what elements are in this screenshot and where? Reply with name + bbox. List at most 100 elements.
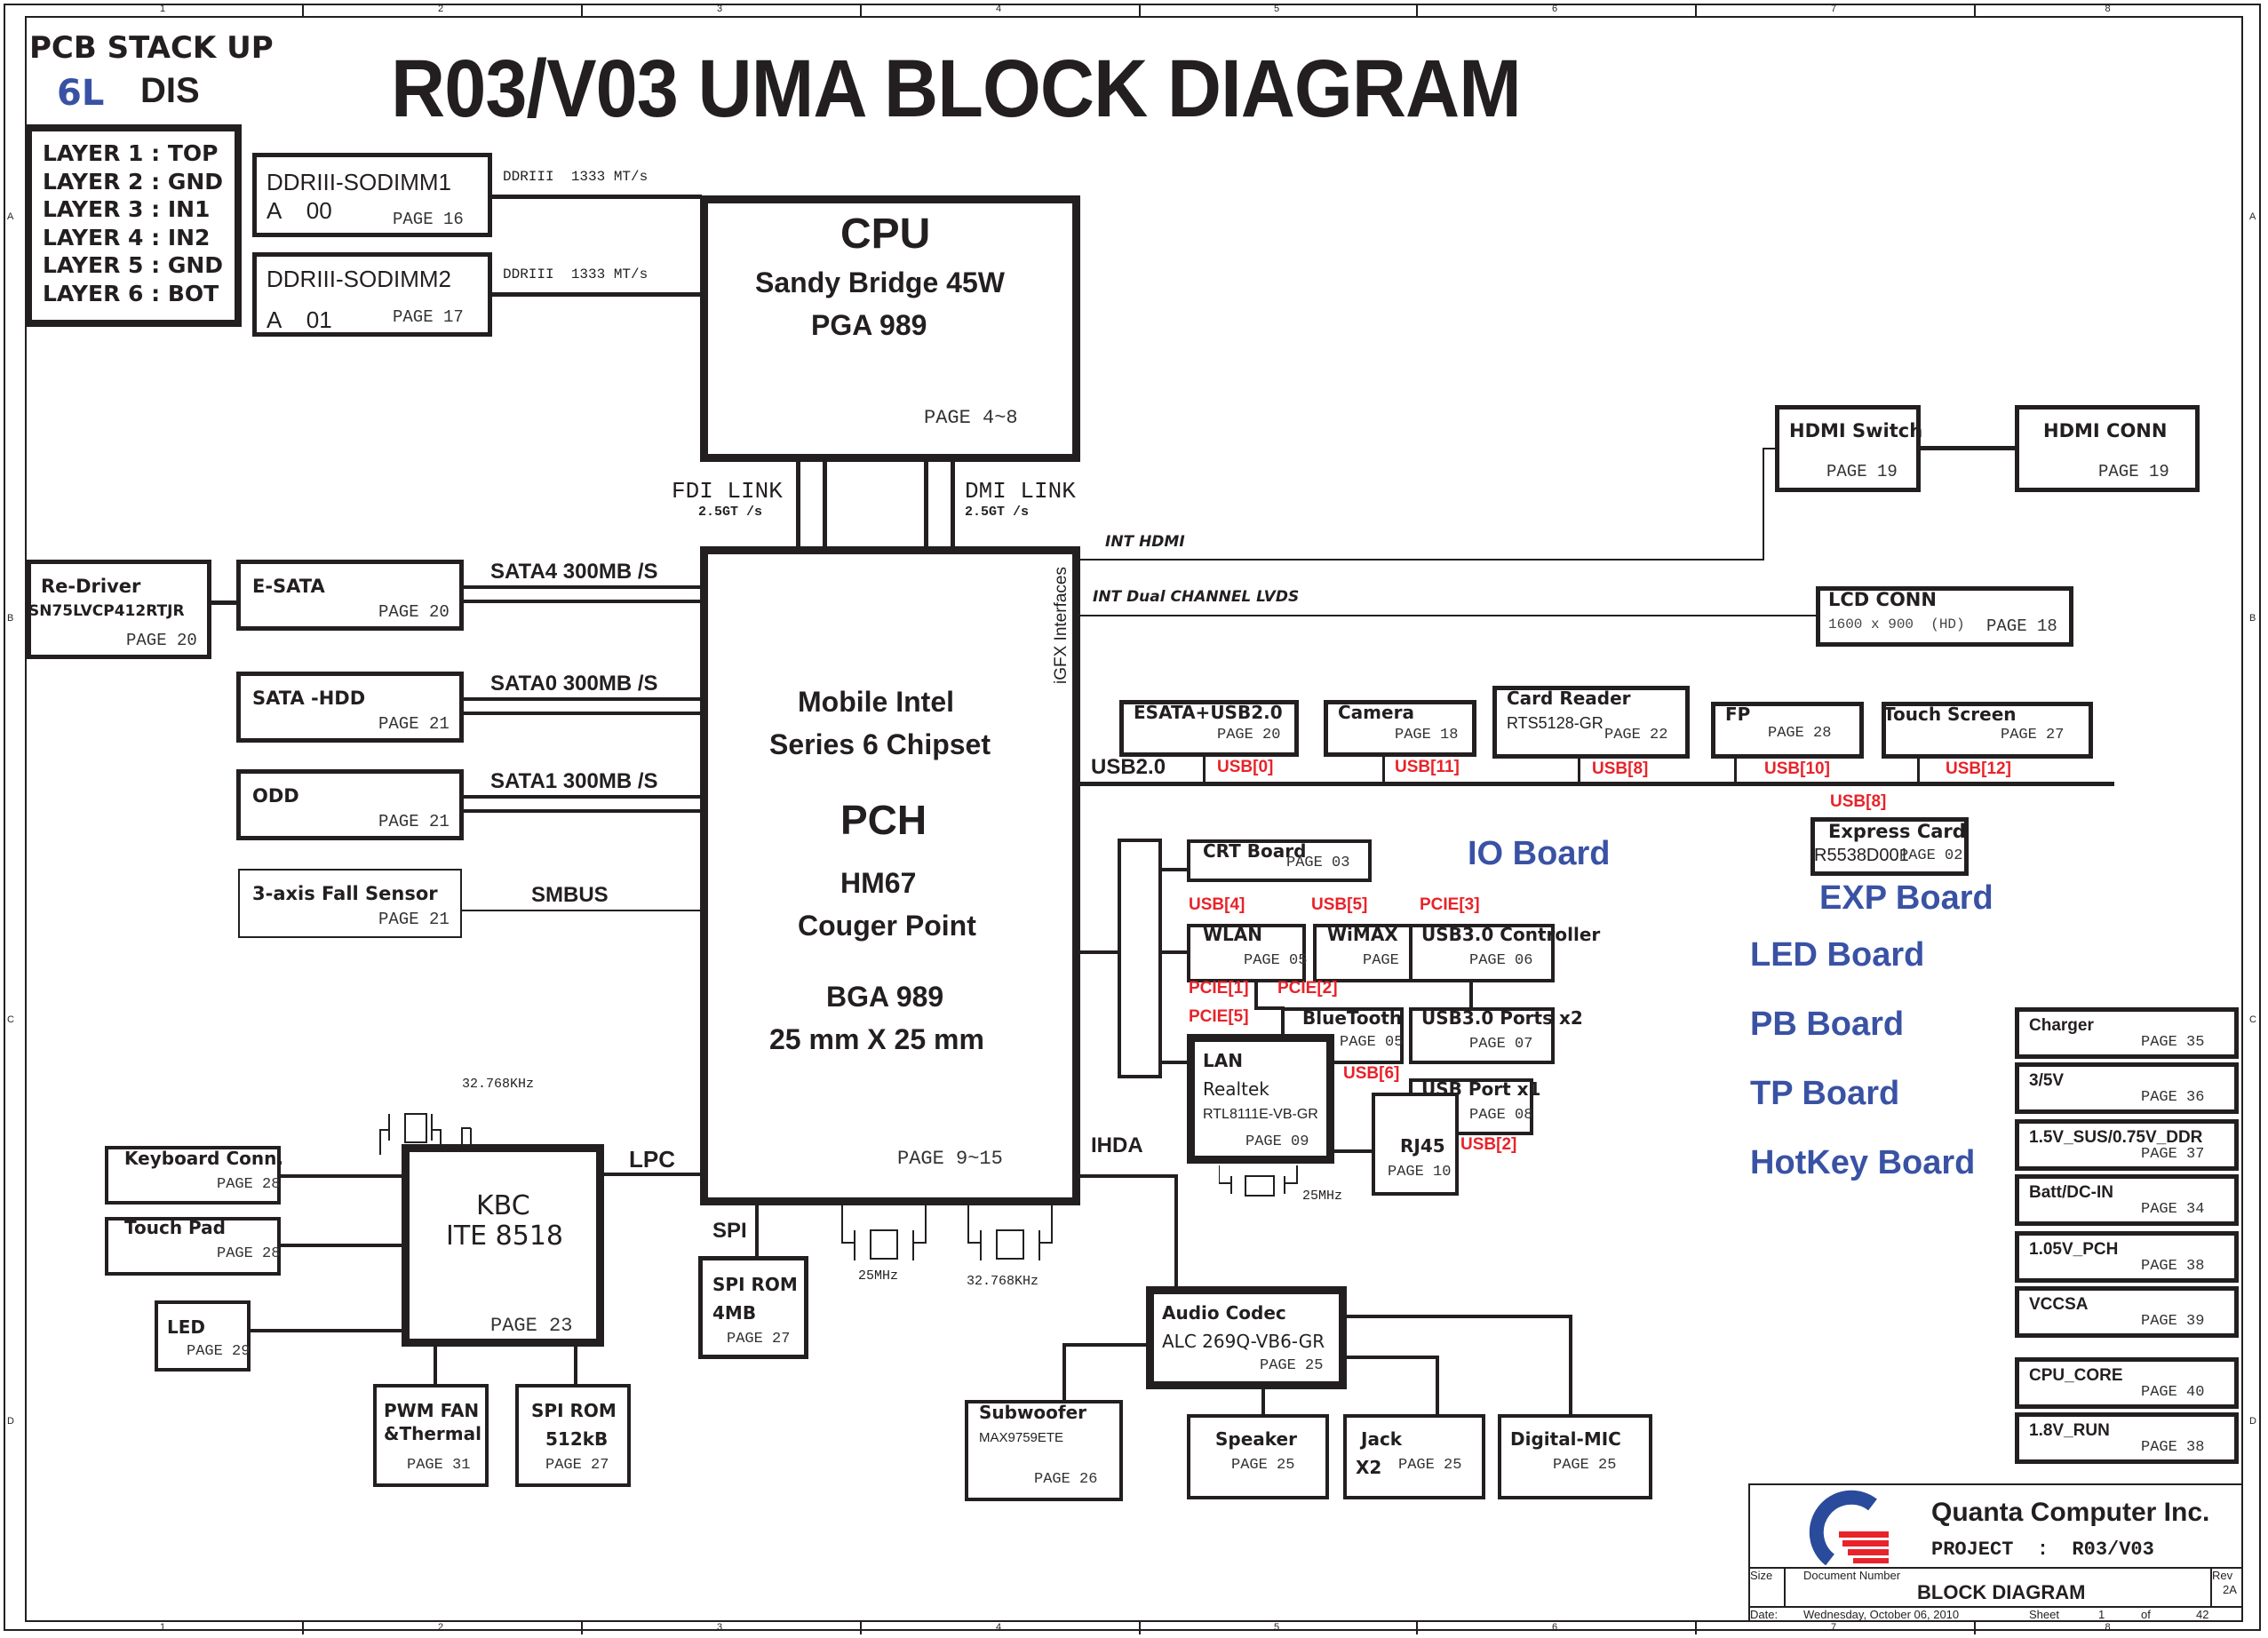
ruler-column-label: 7 [1831,4,1837,14]
fall-sensor-page: PAGE 21 [378,910,450,929]
lcd-conn-page: PAGE 18 [1986,616,2057,636]
dmi-speed: 2.5GT /s [965,505,1030,520]
esata-page: PAGE 20 [378,602,450,622]
odd-box [236,769,464,840]
usb3-ports-page: PAGE 07 [1469,1036,1533,1053]
layer-count: 6L [57,73,105,114]
sodimm1-name: DDRIII-SODIMM1 [267,169,451,195]
audio-codec-part: ALC 269Q-VB6-GR [1162,1331,1325,1352]
cpu-line2: PGA 989 [811,309,927,341]
lan-line [1162,1061,1189,1064]
fan-page: PAGE 31 [407,1457,471,1474]
sodimm2-slot: A 01 [267,306,332,333]
power-rail-page: PAGE 39 [2141,1313,2205,1330]
usb3-ctrl-page: PAGE 06 [1469,952,1533,969]
usb-port-label: USB[10] [1764,759,1830,778]
audio-codec-name: Audio Codec [1162,1302,1286,1324]
fdi-line-1 [796,462,800,547]
lan-part: RTL8111E-VB-GR [1203,1107,1318,1122]
touchpad-page: PAGE 28 [217,1245,281,1262]
esata-line-1 [464,585,702,589]
kbc-rom-page: PAGE 27 [545,1457,609,1474]
wimax-pcie-port: PCIE[2] [1277,979,1338,998]
subwoofer-page: PAGE 26 [1034,1471,1098,1488]
hdmi-conn-box [2015,405,2200,492]
ruler-column-label: 8 [2105,1622,2111,1633]
spi-label: SPI [712,1219,747,1243]
odd-page: PAGE 21 [378,812,450,831]
lan-rj45-line [1334,1149,1373,1153]
lpc-label: LPC [629,1146,675,1173]
power-rail-name: 3/5V [2029,1071,2065,1090]
ruler-column-label: 4 [996,4,1002,14]
pch-box [700,546,1080,1205]
lan-crystal-icon [1218,1165,1308,1209]
power-rail-name: 1.5V_SUS/0.75V_DDR [2029,1128,2203,1147]
pch-title: PCH [840,797,927,843]
pch-line5: BGA 989 [826,981,944,1013]
kbc-box [402,1144,604,1347]
ruler-tick [581,1622,583,1634]
redriver-part: SN75LVCP412RTJR [28,602,185,620]
fdi-line-2 [823,462,827,547]
wimax-usb-port: USB[5] [1311,895,1368,914]
usb-device-stub [1734,759,1737,782]
power-rail-box [2015,1231,2239,1283]
wlan-line [1162,950,1189,954]
ruler-tick [1974,4,1976,16]
ruler-column-label: 1 [160,1622,166,1633]
power-rail-box [2015,1007,2239,1059]
power-rail-name: Charger [2029,1016,2094,1035]
fdi-speed: 2.5GT /s [698,505,763,520]
sheet-of-label: of [2141,1608,2151,1621]
usb-device-name: Touch Screen [1883,704,2017,725]
power-rail-page: PAGE 38 [2141,1258,2205,1275]
ruler-column-label: 3 [717,4,723,14]
usb-bus-line [1080,782,2114,786]
ruler-column-label: 8 [2105,4,2111,14]
usb-device-part: RTS5128-GR [1507,714,1604,732]
sheet-number: 1 [2098,1608,2105,1621]
cpu-title: CPU [840,211,931,258]
title-block [1748,1483,2243,1622]
esata-bus-label: SATA4 300MB /S [490,560,658,584]
ruler-row-label: D [2249,1416,2256,1427]
lan-vendor: Realtek [1203,1078,1269,1100]
drawing-border [25,16,2243,1622]
ruler-column-label: 7 [1831,1622,1837,1633]
date-value: Wednesday, October 06, 2010 [1803,1608,1960,1621]
layer-stack-box [25,124,242,327]
ruler-column-label: 4 [996,1622,1002,1633]
esata-box [236,560,464,631]
dmic-name: Digital-MIC [1510,1428,1621,1450]
lcd-conn-name: LCD CONN [1828,589,1937,610]
pch-line6: 25 mm X 25 mm [769,1023,984,1055]
codec-subwoofer-line-v [1062,1343,1066,1402]
hdd-box [236,672,464,743]
dmic-page: PAGE 25 [1553,1457,1617,1474]
spi-rom-name2: 4MB [712,1302,757,1324]
layer-item: LAYER 4 : IN2 [43,224,211,250]
wlan-box [1187,924,1306,982]
usb-device-page: PAGE 27 [2001,727,2065,743]
bluetooth-name: BlueTooth [1302,1007,1403,1029]
ruler-tick [860,1622,862,1634]
fdi-label: FDI LINK [672,478,783,505]
redriver-esata-line [211,600,238,605]
smbus-line [462,910,702,911]
layer-item: LAYER 1 : TOP [43,140,219,166]
ruler-tick [1695,4,1697,16]
cpu-line1: Sandy Bridge 45W [755,266,1005,298]
ihda-line-h [1080,1174,1176,1178]
ruler-tick [581,4,583,16]
tp-board-label: TP Board [1750,1075,1900,1112]
jack-qty: X2 [1356,1457,1382,1478]
subwoofer-name: Subwoofer [979,1402,1087,1423]
power-rail-box [2015,1062,2239,1114]
ruler-tick [302,4,304,16]
ruler-tick [1695,1622,1697,1634]
usb-port-page: PAGE 08 [1469,1107,1533,1124]
crystal-symbol [1218,1165,1298,1197]
hdd-name: SATA -HDD [252,688,366,709]
usb-device-stub [1917,759,1920,782]
